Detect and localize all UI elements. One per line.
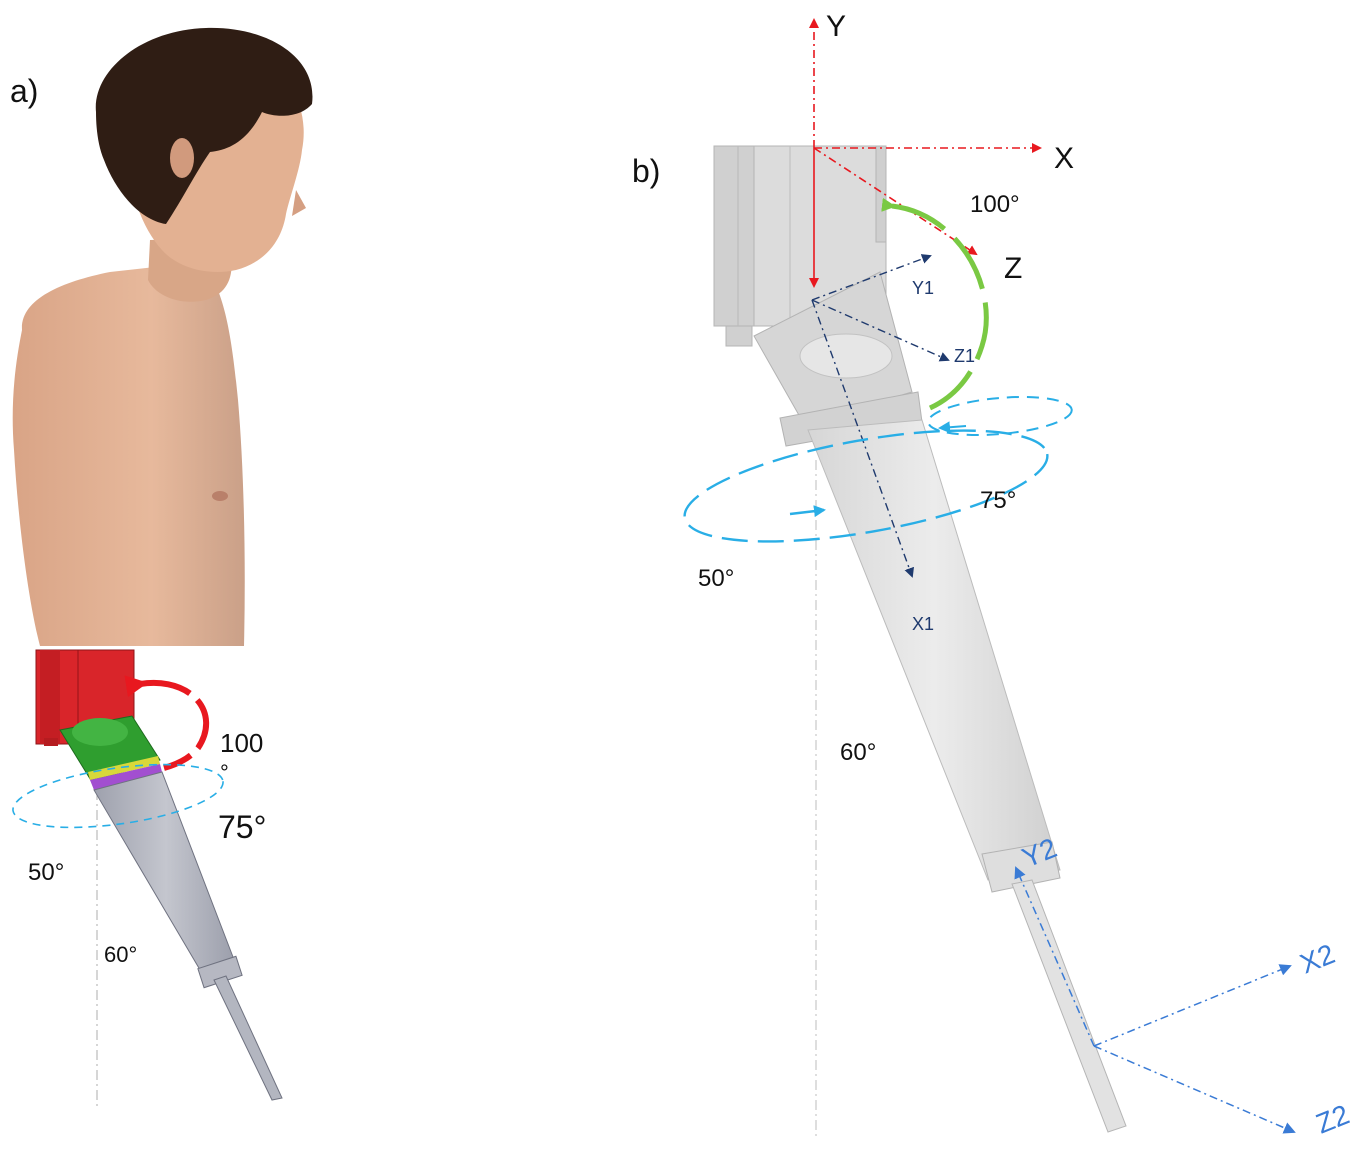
axis-label-y: Y (826, 10, 846, 43)
angle-b-75: 75° (980, 487, 1016, 514)
angle-a-75: 75° (218, 809, 266, 845)
axis-label-x1: X1 (912, 614, 934, 634)
angle-a-60: 60° (104, 942, 137, 967)
axis-label-y1: Y1 (912, 278, 934, 298)
angle-b-50: 50° (698, 565, 734, 592)
rod-b (1011, 879, 1127, 1133)
axis-label-x: X (1054, 142, 1074, 175)
rotation-ellipse-a (12, 763, 224, 829)
angle-b-60: 60° (840, 739, 876, 766)
axis-label-z: Z (1004, 252, 1022, 285)
axis-label-z2: Z2 (1312, 1099, 1354, 1140)
rotation-arrow-upper (938, 421, 967, 434)
angle-a-50: 50° (28, 859, 64, 886)
angle-a-100-unit: ° (220, 760, 229, 785)
panel-b-label: b) (632, 153, 660, 189)
angle-a-100: 100 (220, 728, 263, 758)
axis-label-x2: X2 (1296, 938, 1339, 980)
socket-gray (713, 145, 887, 347)
rotation-ellipse-upper (927, 396, 1073, 436)
rotation-arrow-lower (789, 505, 826, 518)
flexion-arc-b (881, 197, 989, 411)
person-illustration (12, 27, 313, 646)
rotation-ellipse-lower (683, 429, 1049, 543)
axis-label-z1: Z1 (954, 346, 975, 366)
panel-a: a) (10, 27, 313, 1110)
rod-a (213, 975, 283, 1101)
flexion-arc-a (124, 675, 210, 771)
forearm-cone-b (807, 419, 1061, 881)
panel-a-label: a) (10, 73, 38, 109)
panel-b: b) Y X Z (632, 10, 1354, 1140)
frame1-axes: Y1 Z1 X1 (811, 254, 975, 634)
angle-b-100: 100° (970, 191, 1020, 218)
